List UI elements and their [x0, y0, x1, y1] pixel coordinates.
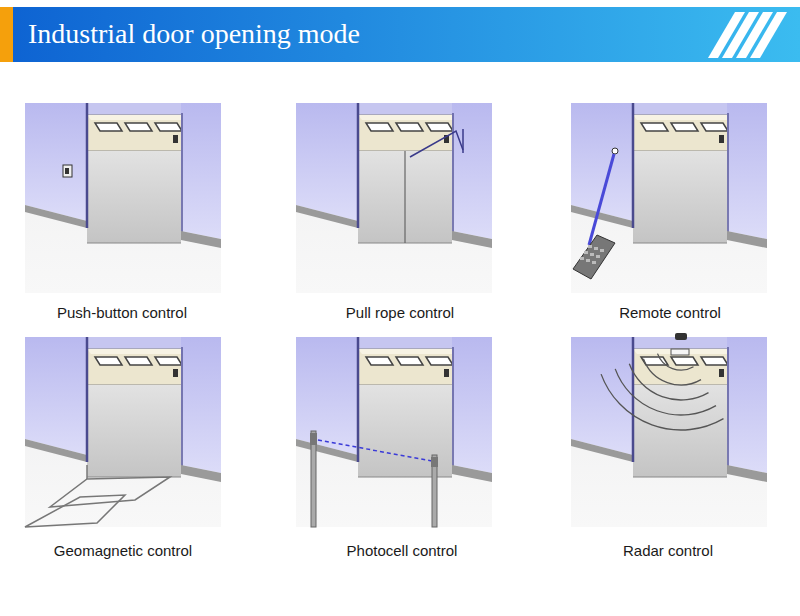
title-bar [0, 7, 800, 62]
panel-caption: Geomagnetic control [54, 542, 192, 560]
push-button-scene [25, 103, 221, 293]
panel-caption: Radar control [623, 542, 713, 560]
pull-rope-scene [296, 103, 492, 293]
page-title: Industrial door opening mode [28, 17, 360, 51]
geomagnetic-scene [25, 337, 221, 527]
photocell-scene [296, 337, 492, 527]
radar-scene [571, 333, 767, 527]
remote-scene [571, 103, 767, 293]
panel-caption: Remote control [619, 304, 721, 322]
panel-caption: Pull rope control [346, 304, 454, 322]
panel-caption: Photocell control [347, 542, 458, 560]
panel-caption: Push-button control [57, 304, 187, 322]
